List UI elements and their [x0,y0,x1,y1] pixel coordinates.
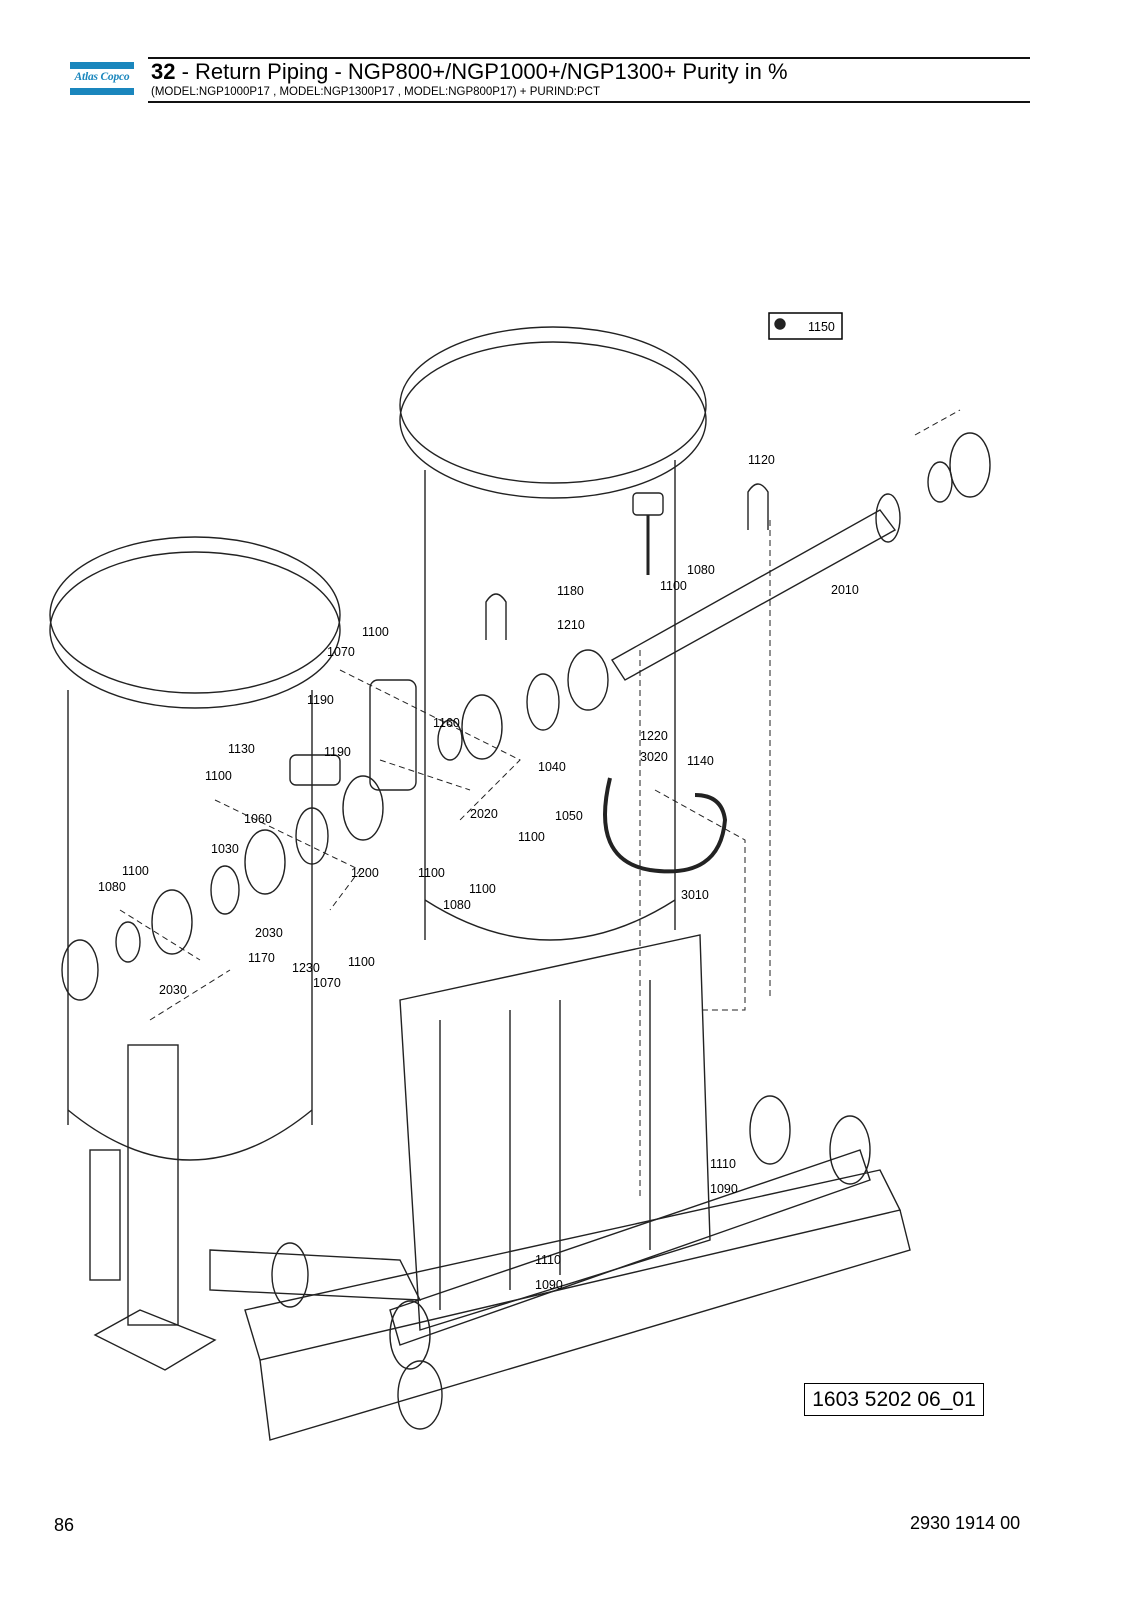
callout: 1050 [555,809,583,823]
frame-uprights [439,980,651,1310]
lower-gasket [115,921,141,963]
butterfly-valve-1040 [526,673,560,731]
u-bolt-1120 [747,483,769,530]
front-leg [127,1044,179,1326]
callout: 1060 [244,812,272,826]
butterfly-valve-1030 [295,807,329,865]
callout: 1190 [307,693,334,707]
callout: 1070 [327,645,355,659]
lower-end-flange [61,939,99,1001]
end-gasket [927,461,953,503]
flange-2030-upper [244,829,286,895]
base-skid-side [259,1209,911,1441]
header-top-rule [148,57,1030,59]
callout: 1030 [211,842,239,856]
callout: 1110 [710,1157,736,1171]
end-flange [949,432,991,498]
assembly-leader-lines [119,409,961,1200]
logo-top-bar [70,62,134,69]
callout: 1220 [640,729,668,743]
callout: 1210 [557,618,585,632]
valve-actuator [289,754,341,786]
logo-wordmark: Atlas Copco [74,71,130,83]
pipe-2010 [611,509,897,681]
title-number: 32 [151,59,176,84]
page-title: 32 - Return Piping - NGP800+/NGP1000+/NG… [151,59,788,85]
callout: 1230 [292,961,320,975]
callout: 1140 [687,754,714,768]
callout: 3010 [681,888,709,902]
left-vessel-bottom [67,1109,313,1161]
callout: 1040 [538,760,566,774]
callout: 1120 [748,453,775,467]
callout: 1100 [205,769,232,783]
title-text: - Return Piping - NGP800+/NGP1000+/NGP13… [175,59,788,84]
callout: 2030 [255,926,283,940]
flange-2020 [461,694,503,760]
callout: 1080 [443,898,471,912]
purity-sensor [632,492,664,516]
bottom-flange-2 [389,1300,431,1370]
bottom-flange-3 [749,1095,791,1165]
callout: 1180 [557,584,584,598]
bottom-pipe-main [389,1149,871,1346]
callout: 3020 [640,750,668,764]
regulator-flange [342,775,384,841]
bottom-flange-5 [397,1360,443,1430]
bottom-flange-1 [271,1242,309,1308]
callout: 1100 [518,830,545,844]
logo-bottom-bar [70,88,134,95]
callout: 1080 [687,563,715,577]
callout: 1130 [228,742,255,756]
callout: 2030 [159,983,187,997]
valve-flange [567,649,609,711]
callout: 1110 [535,1253,561,1267]
hose-3010 [603,777,728,874]
callout: 2010 [831,583,859,597]
callout: 1090 [535,1278,563,1292]
callout: 1100 [660,579,687,593]
callout: 1070 [313,976,341,990]
callout: 2020 [470,807,498,821]
filter-element [210,865,240,915]
gasket-1160 [437,719,463,761]
left-leg [89,1149,121,1281]
callout: 1100 [348,955,375,969]
bottom-flange-4 [829,1115,871,1185]
front-leg-foot [93,1309,217,1371]
drawing-reference: 1603 5202 06_01 [804,1383,984,1416]
callout: 1200 [351,866,379,880]
callout: 1150 [808,320,835,334]
callout: 1090 [710,1182,738,1196]
callout: 1100 [469,882,496,896]
base-skid [244,1169,902,1361]
page-number: 86 [54,1515,75,1535]
callout: 1080 [98,880,126,894]
left-vessel-top [49,536,341,694]
support-frame [399,934,711,1331]
pressure-regulator-1200 [369,679,417,791]
kit-legend-box [768,312,843,340]
callout: 1100 [418,866,445,880]
callout: 1100 [122,864,149,878]
u-bolt-lower [485,593,507,640]
pipe-2010-flange [875,493,901,543]
document-number: 2930 1914 00 [910,1513,1021,1533]
callout: 1100 [362,625,389,639]
screw-icon [774,318,786,330]
callout: 1190 [324,745,351,759]
right-vessel-top [399,326,707,484]
callout: 1160 [433,716,460,730]
bottom-pipe-left [209,1249,422,1301]
callout: 1170 [248,951,275,965]
page-subtitle: (MODEL:NGP1000P17 , MODEL:NGP1300P17 , M… [151,86,600,98]
right-vessel-bottom [424,899,676,941]
header-bottom-rule [148,101,1030,103]
flange-2030-lower [151,889,193,955]
right-vessel-top-rim [399,341,707,499]
atlas-copco-logo: Atlas Copco [70,62,134,95]
left-vessel-top-rim [49,551,341,709]
